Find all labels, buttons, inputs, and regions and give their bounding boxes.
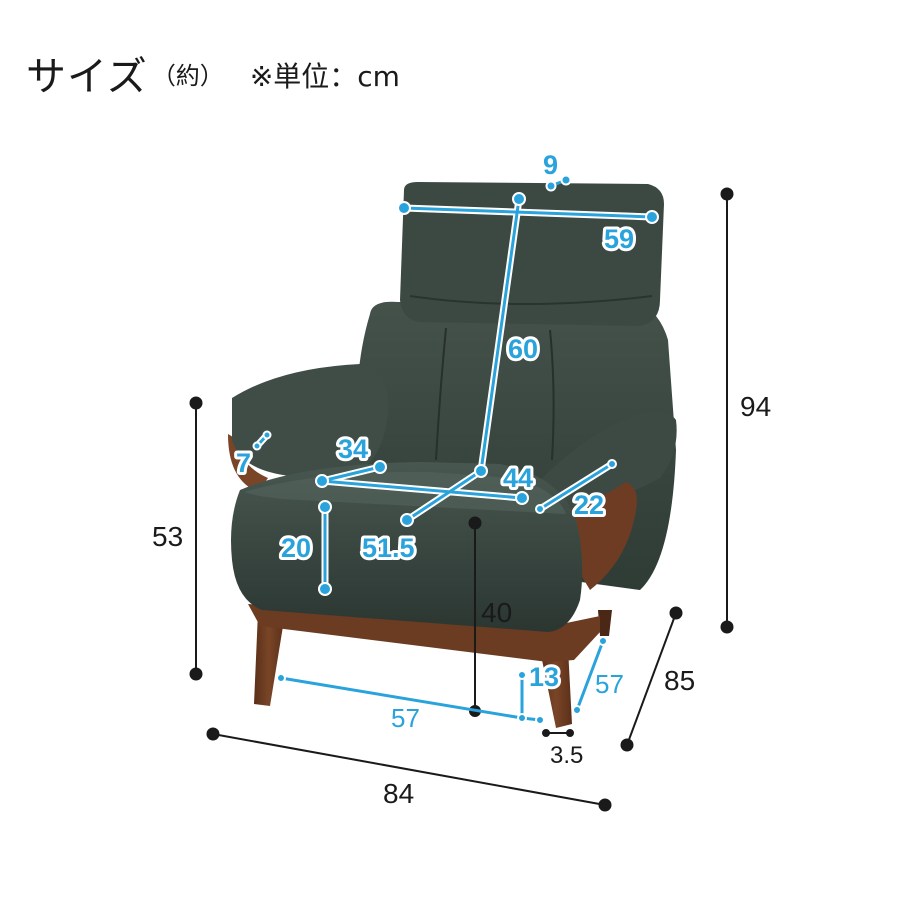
label-headrest-depth: 9 <box>543 150 558 180</box>
title-text: サイズ <box>26 54 148 100</box>
label-leg-thickness: 3.5 <box>550 742 583 769</box>
label-seat-width: 44 <box>503 463 533 493</box>
label-width-total: 84 <box>383 778 414 809</box>
wood-base-frame <box>248 604 600 662</box>
title-note: （約） <box>151 62 224 90</box>
left-arm <box>232 364 389 476</box>
back-seam-left <box>435 327 447 461</box>
leg-front-left <box>254 612 284 706</box>
label-seat-cushion-height: 20 <box>281 533 311 563</box>
label-leg-span-width: 57 <box>391 703 420 733</box>
armchair-illustration <box>228 182 677 728</box>
outer-dimensions <box>189 187 734 812</box>
label-depth-total: 85 <box>664 665 695 696</box>
label-arm-width-left: 7 <box>236 448 251 478</box>
label-seat-depth: 51.5 <box>362 533 415 563</box>
label-headrest-width: 59 <box>604 224 634 254</box>
label-arm-width-right: 22 <box>574 490 604 520</box>
inner-dimension-dots <box>252 174 659 725</box>
page-title: サイズ（約） ※単位：cm <box>26 44 400 102</box>
leg-front-right <box>540 648 572 728</box>
back-seam-right <box>549 329 555 461</box>
label-leg-span-depth: 57 <box>595 669 624 699</box>
dimension-labels: 94 53 84 85 40 3.5 9 59 60 7 34 44 22 20… <box>152 147 771 809</box>
headrest-seam <box>409 295 653 305</box>
label-back-height: 60 <box>508 334 538 364</box>
label-arm-height: 53 <box>152 521 183 552</box>
label-seat-height: 40 <box>481 597 512 628</box>
leg-back-right <box>598 610 612 636</box>
unit-note: ※単位：cm <box>249 60 400 93</box>
label-height-total: 94 <box>740 391 771 422</box>
label-seat-depth-arm: 34 <box>338 434 368 464</box>
label-leg-height: 13 <box>529 662 559 692</box>
